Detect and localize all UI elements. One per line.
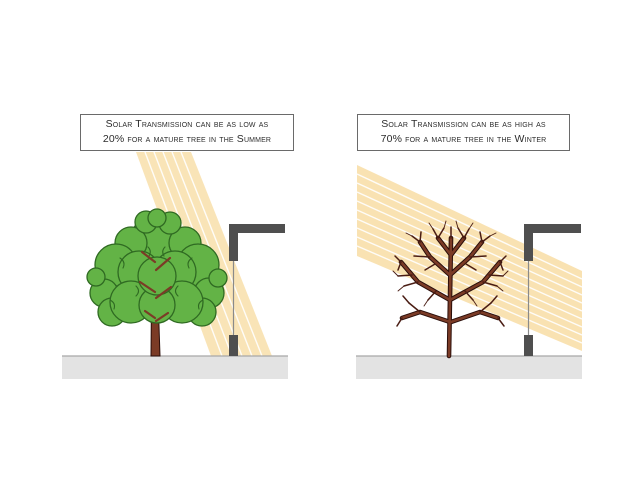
winter-building-wall-section-icon xyxy=(524,224,581,356)
winter-caption-box: Solar Transmission can be as high as 70%… xyxy=(357,114,570,151)
winter-panel xyxy=(356,165,583,379)
bare-winter-tree-icon xyxy=(392,220,509,359)
deciduous-tree-in-leaf-icon xyxy=(86,208,228,357)
summer-building-wall-section-icon xyxy=(229,224,285,356)
summer-caption-line-1: Solar Transmission can be as low as xyxy=(105,118,269,130)
winter-ground xyxy=(356,356,582,379)
summer-caption-line-2: 20% for a mature tree in the Summer xyxy=(102,133,272,145)
summer-ground xyxy=(62,356,288,379)
winter-caption-line-2: 70% for a mature tree in the Winter xyxy=(380,133,547,145)
summer-panel xyxy=(62,151,288,379)
winter-caption-line-1: Solar Transmission can be as high as xyxy=(381,118,546,130)
summer-caption-box: Solar Transmission can be as low as 20% … xyxy=(80,114,294,151)
